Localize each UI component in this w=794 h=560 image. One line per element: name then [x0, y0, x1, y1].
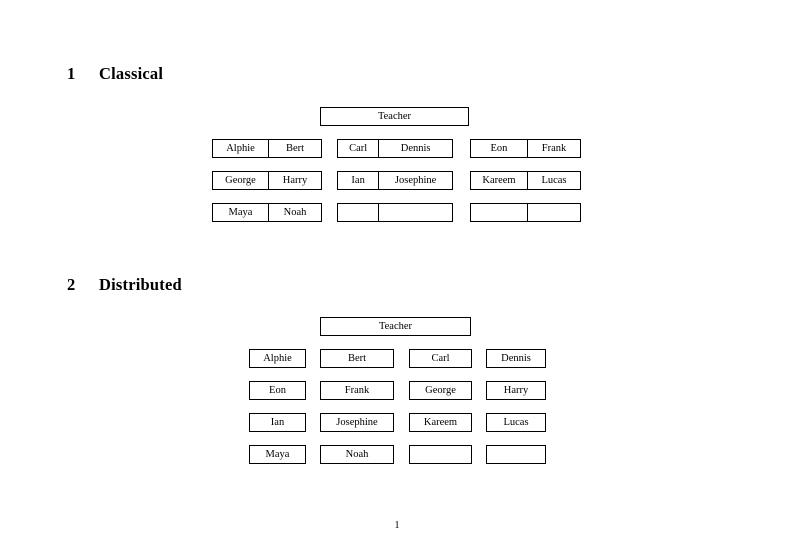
section-title: Classical [99, 64, 164, 83]
page-number: 1 [394, 520, 400, 531]
student-cell: Eon [490, 143, 508, 154]
student-box: Frank [320, 381, 394, 400]
student-box: Carl [409, 349, 472, 368]
student-box: Maya [249, 445, 306, 464]
student-box: Dennis [486, 349, 546, 368]
section-title: Distributed [99, 275, 182, 294]
section-number: 1 [67, 64, 76, 83]
student-pair-row: Ian Josephine [337, 171, 453, 190]
student-cell: Bert [267, 140, 321, 157]
student-cell [471, 204, 527, 221]
student-box: Josephine [320, 413, 394, 432]
student-cell: Harry [267, 172, 321, 189]
student-cell [526, 204, 580, 221]
student-box: Harry [486, 381, 546, 400]
section-heading-classical: 1 Classical [67, 64, 163, 84]
student-pair-row [337, 203, 453, 222]
student-box: Eon [249, 381, 306, 400]
student-pair-row [470, 203, 581, 222]
student-pair-row: George Harry [212, 171, 322, 190]
student-cell: Frank [526, 140, 580, 157]
student-box: Kareem [409, 413, 472, 432]
student-box: George [409, 381, 472, 400]
student-cell: Dennis [378, 140, 452, 157]
section-number: 2 [67, 275, 76, 294]
teacher-box-distributed: Teacher [320, 317, 471, 336]
student-cell: Kareem [482, 175, 516, 186]
student-pair-row: Eon Frank [470, 139, 581, 158]
student-pair-row: Kareem Lucas [470, 171, 581, 190]
student-box [409, 445, 472, 464]
student-cell: Josephine [378, 172, 452, 189]
section-heading-distributed: 2 Distributed [67, 275, 182, 295]
student-box: Noah [320, 445, 394, 464]
teacher-box-classical: Teacher [320, 107, 469, 126]
student-cell: Maya [228, 207, 253, 218]
student-cell: George [225, 175, 256, 186]
student-cell [338, 204, 378, 221]
student-box: Lucas [486, 413, 546, 432]
student-cell: Noah [267, 204, 321, 221]
student-box [486, 445, 546, 464]
student-box: Bert [320, 349, 394, 368]
student-cell [378, 204, 452, 221]
student-box: Alphie [249, 349, 306, 368]
student-cell: Alphie [226, 143, 255, 154]
student-box: Ian [249, 413, 306, 432]
student-cell: Lucas [526, 172, 580, 189]
student-pair-row: Maya Noah [212, 203, 322, 222]
student-pair-row: Alphie Bert [212, 139, 322, 158]
student-cell: Ian [351, 175, 365, 186]
student-pair-row: Carl Dennis [337, 139, 453, 158]
student-cell: Carl [349, 143, 368, 154]
